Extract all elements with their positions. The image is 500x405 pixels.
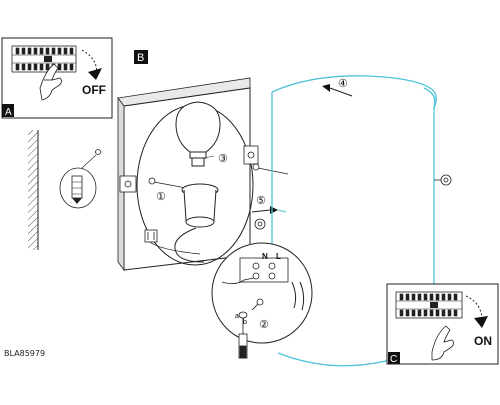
reference-code: BLA85979 (4, 349, 46, 358)
terminal-block (144, 229, 158, 243)
fuse-box-a (11, 45, 77, 73)
hand-icon-c (431, 325, 454, 361)
step-5-arrow (251, 206, 278, 214)
light-bulb-icon (175, 101, 221, 167)
hand-icon-a (39, 63, 62, 101)
rotate-arrow-a (81, 49, 98, 79)
screwdriver-tool (238, 311, 248, 359)
anchor-guide-line (277, 209, 287, 213)
live-label: L (276, 252, 281, 261)
arrow-down-icon-c (474, 316, 488, 328)
step-3-marker: ③ (218, 153, 228, 165)
wall-anchor (254, 218, 266, 230)
step-4-marker: ④ (338, 78, 348, 90)
panel-b-letter-box (134, 50, 148, 64)
panel-a-letter: A (5, 107, 12, 118)
screwdriver-icon (251, 298, 264, 311)
step-1-marker: ① (156, 191, 166, 203)
panel-a: OFF A (1, 37, 113, 119)
shade-screw (434, 174, 452, 186)
step-4-arrow (322, 84, 353, 97)
panel-b-letter: B (137, 52, 144, 64)
wall-plug-icon (71, 175, 83, 204)
arrow-down-icon-a (88, 68, 102, 80)
wiring-detail: N L a b ② (211, 242, 313, 344)
wall-plug-callout (59, 149, 101, 209)
right-bracket (243, 145, 259, 165)
step-2-marker: ② (259, 319, 269, 331)
wire-b-label: b (243, 319, 247, 326)
panel-c-letter: C (390, 354, 397, 365)
panel-c: ON C (386, 283, 499, 365)
terminal-block-detail (239, 257, 289, 283)
panel-c-letter-box (388, 352, 400, 364)
screw-left (148, 177, 187, 189)
neutral-label: N (262, 252, 268, 261)
left-bracket (119, 175, 137, 193)
panel-a-letter-box (2, 104, 14, 117)
switch-off-label: OFF (82, 83, 106, 97)
screw-right (252, 163, 289, 175)
mains-wire (149, 241, 201, 255)
socket-cable (174, 227, 205, 263)
step-5-marker: ⑤ (256, 195, 266, 207)
wire-a-label: a (235, 313, 239, 320)
wall (28, 130, 39, 250)
lamp-socket-icon (181, 183, 219, 228)
switch-on-label: ON (474, 334, 492, 348)
fuse-box-c (395, 291, 463, 319)
